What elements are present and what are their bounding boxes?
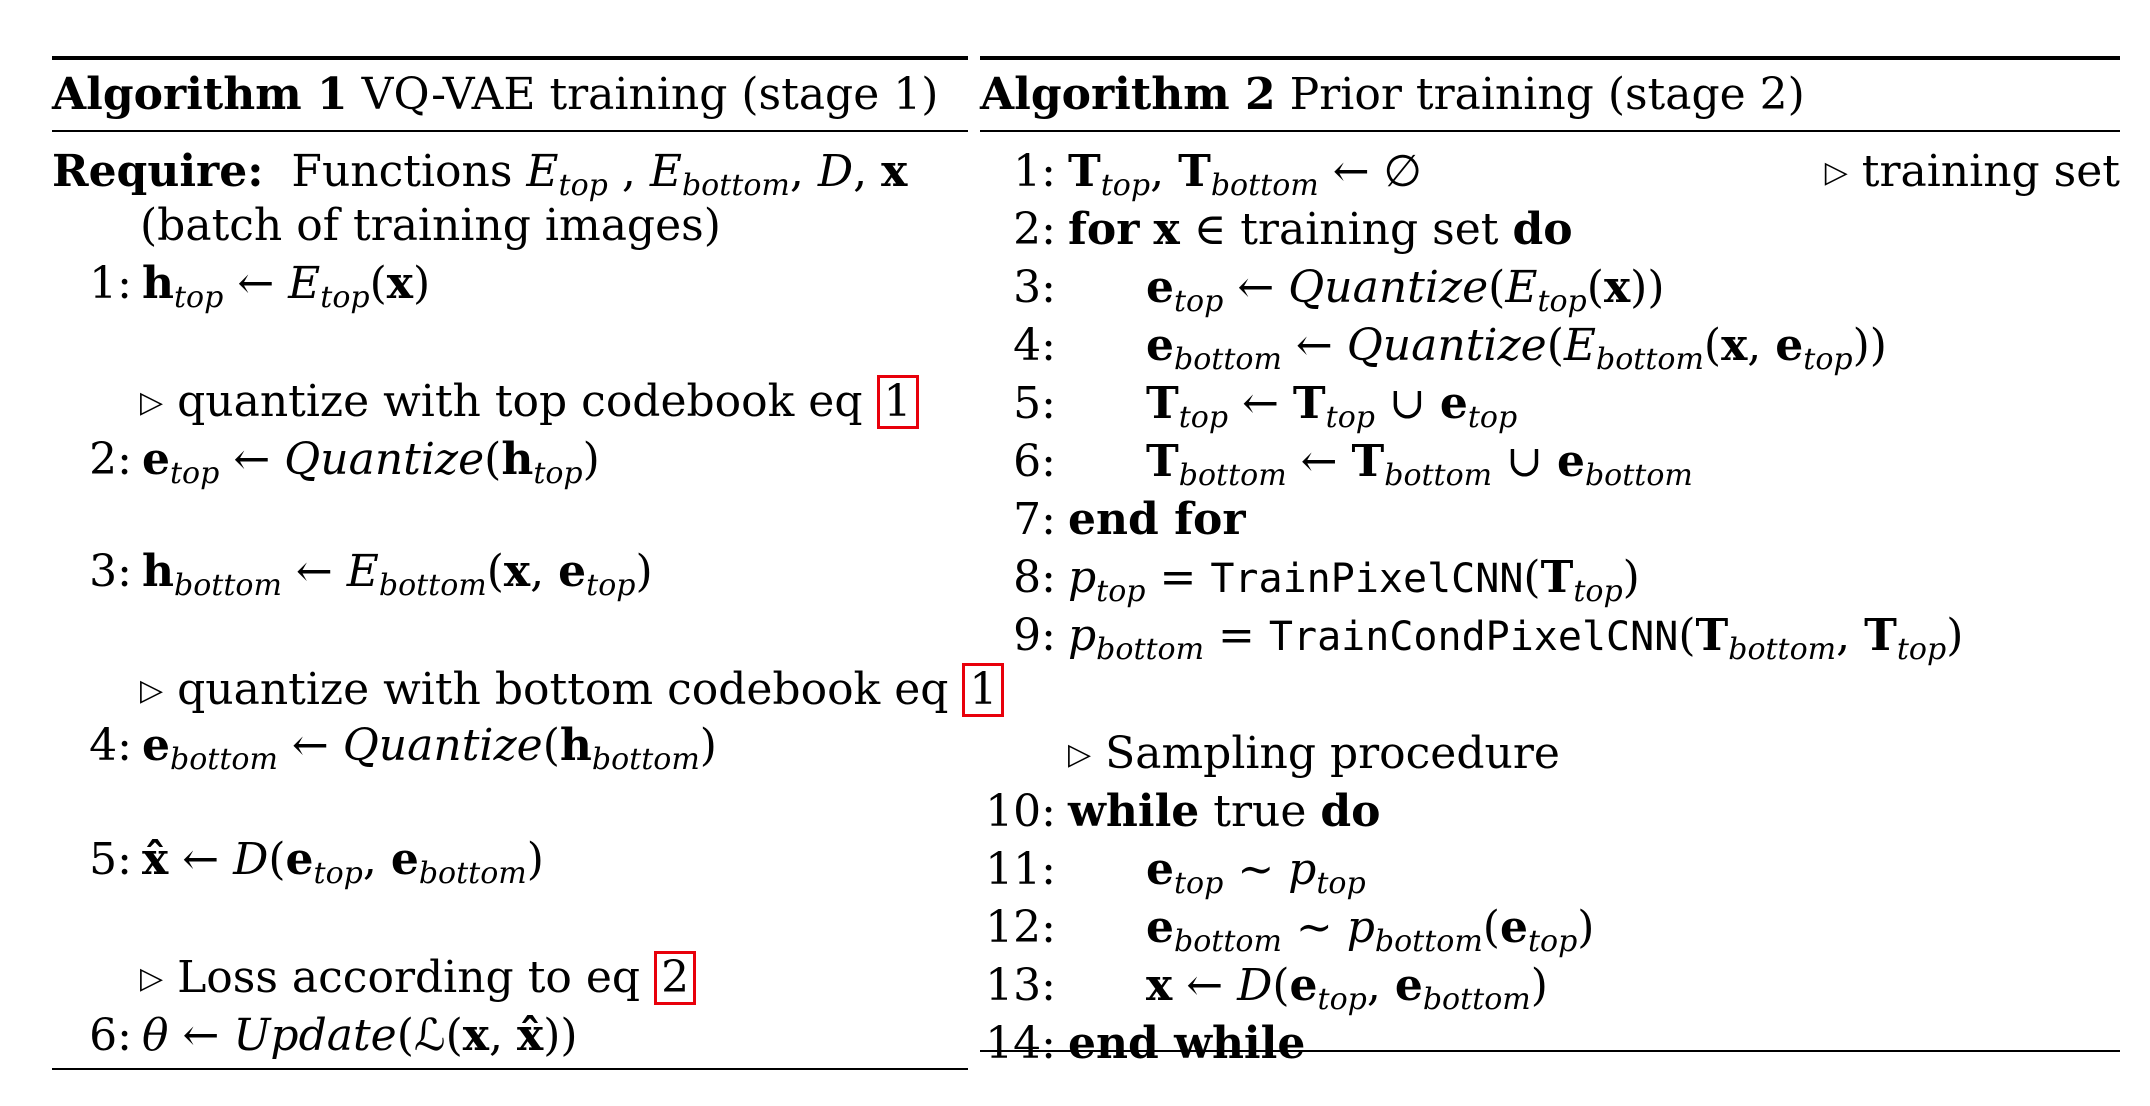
algorithm-2-body: 1:Ttop, Tbottom ← ∅ ▷ training set 2:for… (980, 132, 2120, 1069)
alg1-comment-1: ▷ quantize with top codebook eq 1 (140, 374, 919, 431)
require-label: Require: (52, 146, 264, 197)
top-rule (980, 56, 2120, 60)
equation-ref-link[interactable]: 2 (654, 951, 697, 1005)
algorithm-2-block: Algorithm 2 Prior training (stage 2) 1:T… (980, 56, 2120, 1069)
alg1-line-6: 6:θ ← Update(ℒ(x, x̂)) (89, 1010, 578, 1061)
algorithm-1-caption: Algorithm 1 VQ-VAE training (stage 1) (52, 60, 968, 130)
algorithm-1-body: Require: Functions Etop , Ebottom, D, x … (52, 132, 1005, 1061)
alg2-line-1: 1:Ttop, Tbottom ← ∅ (1013, 146, 1422, 203)
algorithm-2-title: Prior training (stage 2) (1289, 69, 1805, 120)
alg2-line-11: 11:etop ∼ ptop (985, 844, 1366, 901)
alg1-line-1: 1:htop ← Etop(x) (89, 258, 431, 315)
algorithm-2-caption: Algorithm 2 Prior training (stage 2) (980, 60, 2120, 130)
equation-ref-link[interactable]: 1 (876, 375, 919, 429)
alg2-line-5: 5:Ttop ← Ttop ∪ etop (1013, 378, 1518, 435)
bottom-rule (52, 1068, 968, 1070)
require-line: Require: Functions Etop , Ebottom, D, x (52, 146, 908, 203)
alg2-line-6: 6:Tbottom ← Tbottom ∪ ebottom (1013, 436, 1693, 493)
alg2-line-9: 9:pbottom = TrainCondPixelCNN(Tbottom, T… (1013, 610, 1964, 667)
triangle-icon: ▷ (140, 385, 164, 420)
alg2-line-10: 10:while true do (985, 786, 1381, 837)
sampling-comment: ▷ Sampling procedure (1068, 728, 1560, 779)
triangle-icon: ▷ (1068, 737, 1092, 772)
algorithm-1-title: VQ-VAE training (stage 1) (361, 69, 939, 120)
alg2-line-12: 12:ebottom ∼ pbottom(etop) (985, 902, 1595, 959)
algorithm-1-block: Algorithm 1 VQ-VAE training (stage 1) Re… (52, 56, 1005, 1070)
caption-rule (980, 130, 2120, 132)
alg1-line-3: 3:hbottom ← Ebottom(x, etop) (89, 546, 653, 603)
alg2-line-4: 4:ebottom ← Quantize(Ebottom(x, etop)) (1013, 320, 1887, 377)
triangle-icon: ▷ (140, 673, 164, 708)
require-continuation: (batch of training images) (140, 200, 721, 251)
alg1-line-2: 2:etop ← Quantize(htop) (89, 434, 600, 491)
bottom-rule (980, 1050, 2120, 1052)
alg2-line-3: 3:etop ← Quantize(Etop(x)) (1013, 262, 1665, 319)
alg1-comment-2: ▷ quantize with bottom codebook eq 1 (140, 662, 1005, 719)
equation-ref-link[interactable]: 1 (962, 663, 1005, 717)
alg2-line-14: 14:end while (985, 1018, 1306, 1069)
training-set-comment: ▷ training set (1824, 146, 2120, 197)
top-rule (52, 56, 968, 60)
triangle-icon: ▷ (140, 961, 164, 996)
alg2-line-7: 7:end for (1013, 494, 1246, 545)
triangle-icon: ▷ (1824, 155, 1848, 190)
alg2-line-8: 8:ptop = TrainPixelCNN(Ttop) (1013, 552, 1640, 609)
alg1-line-5: 5:x̂ ← D(etop, ebottom) (89, 834, 544, 891)
algorithm-2-label: Algorithm 2 (980, 69, 1276, 120)
alg2-line-2: 2:for x ∈ training set do (1013, 204, 1573, 255)
alg1-comment-3: ▷ Loss according to eq 2 (140, 950, 697, 1007)
caption-rule (52, 130, 968, 132)
alg1-line-4: 4:ebottom ← Quantize(hbottom) (89, 720, 717, 777)
algorithm-1-label: Algorithm 1 (52, 69, 348, 120)
alg2-line-13: 13:x ← D(etop, ebottom) (985, 960, 1548, 1017)
